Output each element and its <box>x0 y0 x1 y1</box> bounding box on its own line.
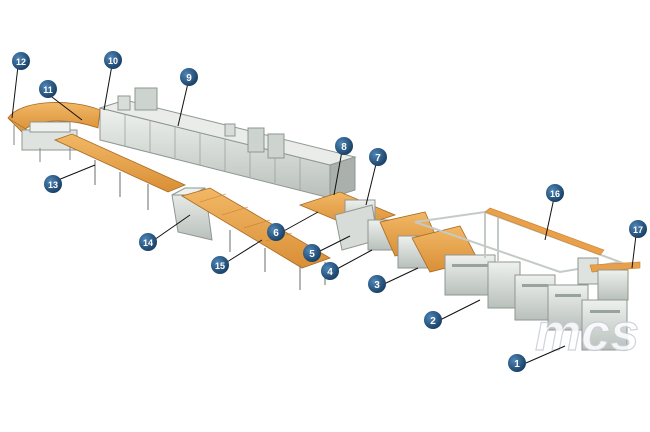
svg-text:16: 16 <box>550 189 560 199</box>
marker-9: 9 <box>180 68 198 86</box>
svg-text:5: 5 <box>309 249 315 260</box>
marker-8: 8 <box>335 137 353 155</box>
svg-text:6: 6 <box>273 228 279 239</box>
svg-text:15: 15 <box>215 261 225 271</box>
marker-13: 13 <box>44 175 62 193</box>
cooling-conveyor <box>53 133 187 210</box>
marker-15: 15 <box>211 256 229 274</box>
sheeter-section <box>444 254 628 351</box>
marker-16: 16 <box>546 184 564 202</box>
marker-17: 17 <box>629 220 647 238</box>
svg-text:13: 13 <box>48 180 58 190</box>
tunnel-oven <box>98 87 357 199</box>
cooling-loop-conveyor <box>7 102 101 162</box>
marker-4: 4 <box>321 262 339 280</box>
svg-text:3: 3 <box>374 280 380 291</box>
marker-1: 1 <box>508 354 526 372</box>
marker-2: 2 <box>424 311 442 329</box>
marker-3: 3 <box>368 275 386 293</box>
svg-text:2: 2 <box>430 316 436 327</box>
marker-6: 6 <box>267 223 285 241</box>
overhead-conveyor <box>414 207 641 301</box>
callout-lines <box>11 64 637 364</box>
svg-text:8: 8 <box>341 142 347 153</box>
marker-7: 7 <box>369 148 387 166</box>
svg-text:7: 7 <box>375 153 381 164</box>
marker-group: 1 2 3 4 5 6 7 8 9 10 11 12 13 14 15 16 1… <box>12 51 647 372</box>
marker-10: 10 <box>104 51 122 69</box>
svg-text:4: 4 <box>327 267 333 278</box>
svg-text:14: 14 <box>143 238 153 248</box>
output-conveyor <box>181 187 331 290</box>
svg-text:mcs: mcs <box>535 304 639 362</box>
svg-text:9: 9 <box>186 73 192 84</box>
marker-14: 14 <box>139 233 157 251</box>
marker-12: 12 <box>12 52 30 70</box>
marker-5: 5 <box>303 244 321 262</box>
oven-feed-section <box>298 191 409 251</box>
svg-text:17: 17 <box>633 225 643 235</box>
svg-text:1: 1 <box>514 359 520 370</box>
svg-text:10: 10 <box>108 56 118 66</box>
svg-text:12: 12 <box>16 57 26 67</box>
svg-text:11: 11 <box>43 85 53 95</box>
marker-11: 11 <box>39 80 57 98</box>
watermark-logo: mcs <box>534 303 639 362</box>
